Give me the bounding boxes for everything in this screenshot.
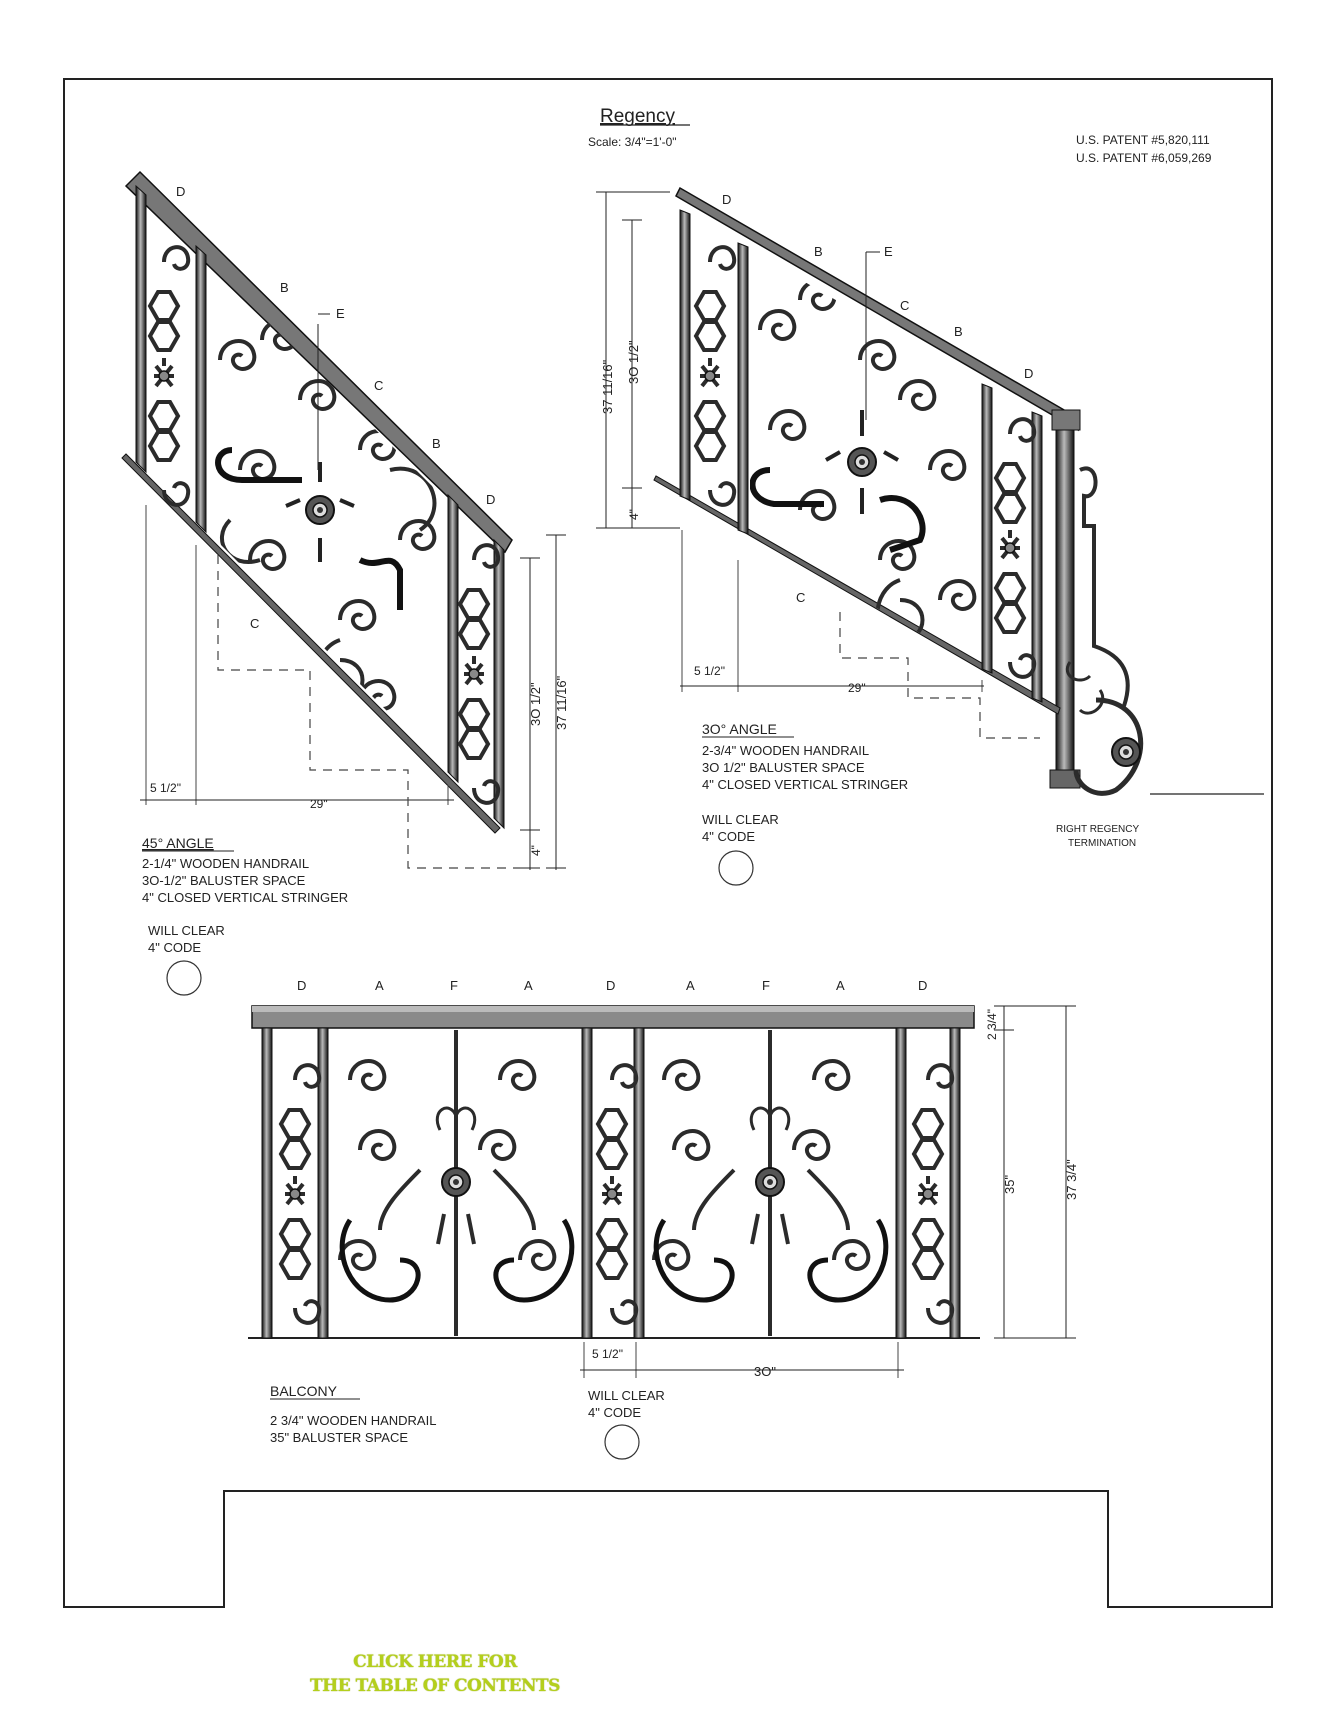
balcony-dim-height: 37 3/4" bbox=[1064, 1159, 1079, 1200]
drawing-title: Regency bbox=[600, 106, 675, 127]
toc-line-2: THE TABLE OF CONTENTS bbox=[310, 1676, 560, 1696]
balcony-label-8: A bbox=[836, 978, 845, 993]
drawing-scale: Scale: 3/4"=1'-0" bbox=[588, 135, 677, 149]
stair30-dim-stringer: 4" bbox=[627, 509, 641, 520]
termination-label-2: TERMINATION bbox=[1068, 838, 1136, 849]
stair45-dim-height: 37 11/16" bbox=[554, 675, 569, 730]
balcony-label-6: A bbox=[686, 978, 695, 993]
stair45-code-sphere bbox=[166, 960, 202, 996]
balcony-label-2: A bbox=[375, 978, 384, 993]
balcony-clear-2: 4" CODE bbox=[588, 1405, 641, 1420]
balcony-dim-gap: 5 1/2" bbox=[592, 1347, 623, 1361]
stair45-dim-space: 3O 1/2" bbox=[528, 682, 543, 726]
balcony-dim-rail: 2 3/4" bbox=[985, 1009, 999, 1040]
stair45-label-e: E bbox=[336, 306, 345, 321]
stair45-spec-1: 2-1/4" WOODEN HANDRAIL bbox=[142, 856, 309, 871]
stair45-dim-left-gap: 5 1/2" bbox=[150, 781, 181, 795]
balcony-label-4: A bbox=[524, 978, 533, 993]
stair45-dim-run: 29" bbox=[310, 797, 328, 811]
stair30-angle-title: 3O° ANGLE bbox=[702, 721, 777, 737]
stair30-dim-run: 29" bbox=[848, 681, 866, 695]
stair-30-elevation: D B E C B D C 37 11/16" 3O 1/2" 4" 5 1/2… bbox=[596, 186, 1264, 886]
balcony-elevation: D A F A D A F A D 2 3/4" 35" 37 3/4" 5 1… bbox=[248, 978, 1079, 1460]
stair45-spec-3: 4" CLOSED VERTICAL STRINGER bbox=[142, 890, 348, 905]
balcony-panel-right bbox=[652, 1030, 889, 1336]
balcony-dim-run: 3O" bbox=[754, 1364, 776, 1379]
stair30-label-c1: C bbox=[900, 298, 909, 313]
balcony-spec-1: 2 3/4" WOODEN HANDRAIL bbox=[270, 1413, 436, 1428]
stair45-label-c1: C bbox=[374, 378, 383, 393]
stair-45-elevation: D B E C B D C 5 1/2" 29" 3O 1/2" 37 11/1… bbox=[121, 170, 569, 996]
stair30-clear-2: 4" CODE bbox=[702, 829, 755, 844]
balcony-dim-space: 35" bbox=[1002, 1175, 1017, 1194]
balcony-label-7: F bbox=[762, 978, 770, 993]
stair30-label-d-top: D bbox=[722, 192, 731, 207]
stair45-label-b2: B bbox=[432, 436, 441, 451]
sheet-frame bbox=[63, 78, 1273, 1608]
stair30-label-d-bottom: D bbox=[1024, 366, 1033, 381]
right-termination-volute bbox=[1066, 466, 1264, 796]
patent-line-1: U.S. PATENT #5,820,111 bbox=[1076, 133, 1210, 147]
table-of-contents-link[interactable]: CLICK HERE FOR THE TABLE OF CONTENTS bbox=[300, 1650, 570, 1698]
balcony-label-9: D bbox=[918, 978, 927, 993]
stair45-clear-2: 4" CODE bbox=[148, 940, 201, 955]
stair30-dim-left-gap: 5 1/2" bbox=[694, 664, 725, 678]
balcony-title: BALCONY bbox=[270, 1383, 338, 1399]
balcony-code-sphere bbox=[604, 1424, 640, 1460]
stair45-label-d-top: D bbox=[176, 184, 185, 199]
stair45-label-b1: B bbox=[280, 280, 289, 295]
stair30-label-b2: B bbox=[954, 324, 963, 339]
toc-line-1: CLICK HERE FOR bbox=[353, 1652, 517, 1672]
balcony-spec-2: 35" BALUSTER SPACE bbox=[270, 1430, 408, 1445]
stair30-label-b1: B bbox=[814, 244, 823, 259]
termination-label-1: RIGHT REGENCY bbox=[1056, 824, 1139, 835]
stair30-label-c-below: C bbox=[796, 590, 805, 605]
stair45-clear-1: WILL CLEAR bbox=[148, 923, 225, 938]
stair30-spec-3: 4" CLOSED VERTICAL STRINGER bbox=[702, 777, 908, 792]
stair30-dim-space: 3O 1/2" bbox=[626, 340, 641, 384]
balcony-label-5: D bbox=[606, 978, 615, 993]
balcony-label-1: D bbox=[297, 978, 306, 993]
stair45-label-c-below: C bbox=[250, 616, 259, 631]
stair30-spec-2: 3O 1/2" BALUSTER SPACE bbox=[702, 760, 865, 775]
stair30-code-sphere bbox=[718, 850, 754, 886]
balcony-panel-left bbox=[338, 1030, 575, 1336]
stair45-dim-stringer: 4" bbox=[529, 845, 543, 856]
stair30-label-e: E bbox=[884, 244, 893, 259]
stair45-spec-2: 3O-1/2" BALUSTER SPACE bbox=[142, 873, 306, 888]
patent-line-2: U.S. PATENT #6,059,269 bbox=[1076, 151, 1212, 165]
balcony-clear-1: WILL CLEAR bbox=[588, 1388, 665, 1403]
balcony-label-3: F bbox=[450, 978, 458, 993]
stair45-angle-title: 45° ANGLE bbox=[142, 835, 214, 851]
stair30-spec-1: 2-3/4" WOODEN HANDRAIL bbox=[702, 743, 869, 758]
stair45-label-d-bottom: D bbox=[486, 492, 495, 507]
stair30-clear-1: WILL CLEAR bbox=[702, 812, 779, 827]
stair30-dim-height: 37 11/16" bbox=[600, 359, 615, 414]
